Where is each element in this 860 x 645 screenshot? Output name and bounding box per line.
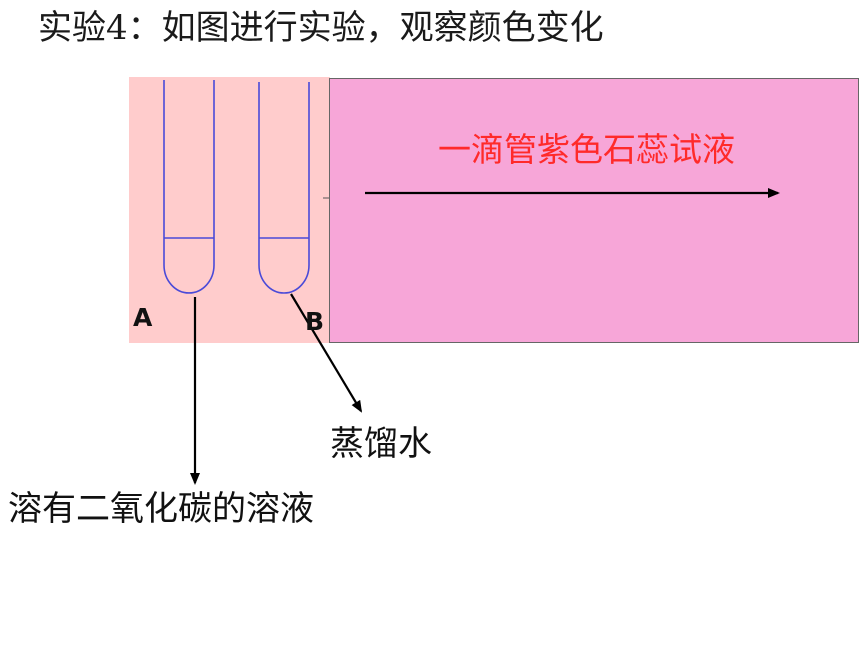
page-title: 实验4：如图进行实验，观察颜色变化	[38, 8, 604, 48]
distilled-water-label: 蒸馏水	[330, 424, 432, 464]
co2-solution-label: 溶有二氧化碳的溶液	[8, 489, 314, 529]
dropper-label: 一滴管紫色石蕊试液	[438, 130, 735, 169]
test-tube-b	[258, 82, 310, 294]
tube-a-label: A	[133, 303, 153, 332]
test-tube-panel	[129, 77, 330, 343]
pointer-arrow-tube-b	[290, 293, 363, 413]
tube-b-label: B	[305, 307, 325, 336]
test-tube-a	[163, 80, 215, 294]
dropper-overlay-box	[329, 78, 859, 343]
